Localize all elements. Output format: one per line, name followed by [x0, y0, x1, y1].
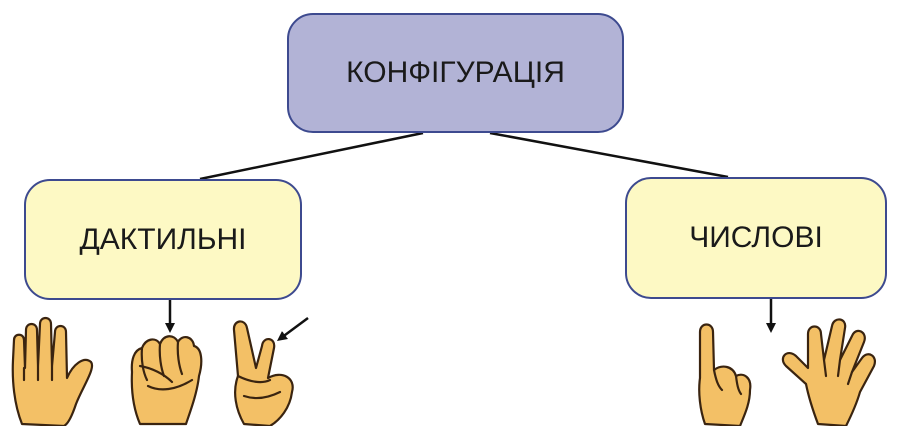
- open-palm-hand-icon: [11, 316, 94, 426]
- child-node-dactyl-label: ДАКТИЛЬНІ: [79, 222, 247, 256]
- connector-root-to-right: [489, 131, 729, 179]
- root-node-label: КОНФІГУРАЦІЯ: [346, 56, 565, 89]
- fist-hand-icon: [130, 335, 203, 426]
- child-node-dactyl: ДАКТИЛЬНІ: [24, 179, 302, 300]
- connector-root-to-left: [199, 131, 424, 181]
- root-node: КОНФІГУРАЦІЯ: [287, 13, 624, 133]
- spread-hand-icon: [781, 318, 876, 426]
- child-node-numeric-label: ЧИСЛОВІ: [689, 221, 823, 254]
- index-finger-hand-icon: [698, 323, 752, 426]
- child-node-numeric: ЧИСЛОВІ: [625, 177, 887, 299]
- two-fingers-hand-icon: [232, 320, 294, 426]
- arrow-diagonal: [276, 316, 309, 341]
